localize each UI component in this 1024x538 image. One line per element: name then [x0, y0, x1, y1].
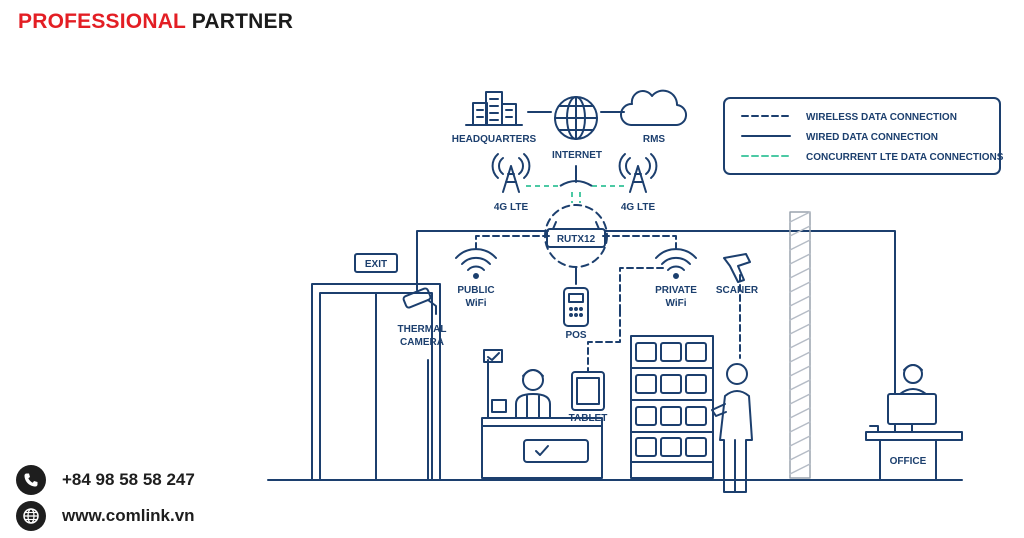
- globe-icon: [16, 501, 46, 531]
- legend-wireless-label: WIRELESS DATA CONNECTION: [806, 112, 957, 123]
- office-desk: [865, 393, 963, 481]
- router-icon: [546, 221, 606, 248]
- thermal-camera-label-1: THERMAL: [398, 324, 447, 335]
- lte-right-label: 4G LTE: [621, 202, 656, 213]
- cashier-desk: [481, 349, 603, 479]
- office-person: [899, 364, 927, 395]
- cashier-person: [515, 369, 551, 419]
- scaner-label: SCANER: [716, 285, 759, 296]
- thermal-camera-label-2: CAMERA: [400, 337, 444, 348]
- headquarters-label: HEADQUARTERS: [452, 134, 537, 145]
- legend: [723, 97, 1001, 175]
- brand-title-red: PROFESSIONAL: [18, 10, 186, 33]
- pos-label: POS: [565, 330, 586, 341]
- worker-person: [711, 363, 753, 493]
- legend-wired-label: WIRED DATA CONNECTION: [806, 132, 938, 143]
- phone-icon: [16, 465, 46, 495]
- public-wifi-label-2: WiFi: [465, 298, 486, 309]
- router-label: RUTX12: [557, 234, 596, 245]
- rms-cloud-icon: [620, 89, 687, 127]
- scanner-icon: [723, 253, 751, 283]
- thermal-camera-icon: [402, 287, 437, 315]
- tower-right-icon: [618, 153, 658, 193]
- tablet-icon: [571, 371, 605, 411]
- private-wifi-icon: [655, 248, 697, 279]
- headquarters-icon: [465, 91, 523, 126]
- legend-lte-label: CONCURRENT LTE DATA CONNECTIONS: [806, 152, 1004, 163]
- internet-globe-icon: [554, 96, 598, 140]
- website-url[interactable]: www.comlink.vn: [62, 506, 195, 525]
- lte-left-label: 4G LTE: [494, 202, 529, 213]
- public-wifi-label-1: PUBLIC: [457, 285, 494, 296]
- private-wifi-label-2: WiFi: [665, 298, 686, 309]
- contact-website[interactable]: www.comlink.vn: [16, 501, 195, 531]
- lte-links: [526, 185, 626, 203]
- phone-number[interactable]: +84 98 58 58 247: [62, 470, 195, 489]
- rms-label: RMS: [643, 134, 666, 145]
- pos-terminal-icon: [563, 287, 589, 327]
- brand-title: PROFESSIONAL PARTNER: [18, 10, 293, 34]
- exit-label: EXIT: [365, 259, 387, 270]
- exit-sign: [354, 253, 398, 273]
- internet-label: INTERNET: [552, 150, 602, 161]
- brand-title-black: PARTNER: [191, 10, 294, 33]
- hatched-pillar: [789, 211, 811, 479]
- private-wifi-label-1: PRIVATE: [655, 285, 697, 296]
- tower-left-icon: [491, 153, 531, 193]
- public-wifi-icon: [455, 248, 497, 279]
- contact-phone[interactable]: +84 98 58 58 247: [16, 465, 195, 495]
- tablet-label: TABLET: [569, 413, 608, 424]
- storage-shelves: [630, 335, 714, 479]
- elevator-door: [311, 283, 441, 481]
- office-label: OFFICE: [890, 456, 927, 467]
